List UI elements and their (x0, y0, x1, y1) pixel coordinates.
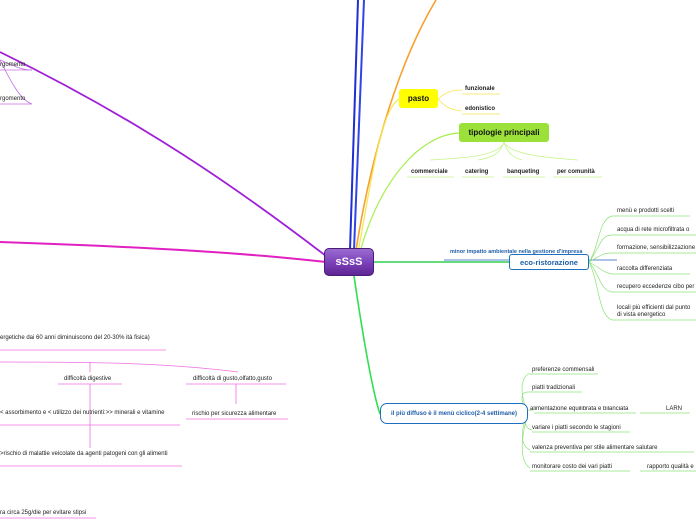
branch-line-blue-dark (349, 0, 359, 251)
topic-tipologie-principali[interactable]: tipologie principali (459, 123, 549, 142)
rischio-sicurezza[interactable]: rischio per sicurezza alimentare (192, 411, 277, 417)
topic-menu-ciclico[interactable]: il più diffuso è il menù ciclico(2-4 set… (380, 403, 528, 424)
branch-line-purple (0, 51, 327, 257)
subtopic-banqueting[interactable]: banqueting (507, 169, 540, 175)
anziani-top[interactable]: ergetiche dai 60 anni diminuiscono del 2… (0, 335, 150, 341)
ciclico-item[interactable]: preferenze commensali (532, 367, 595, 373)
ciclico-item[interactable]: variare i piatti secondo le stagioni (532, 425, 621, 431)
branch-line-blue (353, 0, 365, 251)
eco-item[interactable]: locali più efficienti dal punto di vista… (617, 305, 691, 318)
fibra[interactable]: ra circa 25g/die per evitare stipsi (0, 510, 87, 516)
central-topic-node[interactable]: sSsS (324, 248, 374, 276)
eco-item[interactable]: raccolta differenziata (617, 266, 673, 272)
eco-item[interactable]: recupero eccedenze cibo per (617, 284, 695, 290)
difficolta-digestive[interactable]: difficoltà digestive (64, 376, 112, 382)
subtopic-catering[interactable]: catering (465, 169, 489, 175)
difficolta-gusto[interactable]: difficoltà di gusto,olfatto,gusto (193, 376, 272, 382)
topic-eco-ristorazione[interactable]: eco-ristorazione (509, 254, 589, 270)
branch-line-green-ciclico (353, 275, 381, 415)
eco-item[interactable]: acqua di rete microfiltrata o (617, 227, 690, 233)
subtopic-per-comunita[interactable]: per comunità (557, 169, 595, 175)
branch-line-orange (355, 0, 437, 251)
ciclico-rapporto[interactable]: rapporto qualità e (647, 464, 694, 470)
ciclico-item[interactable]: piatti tradizionali (532, 385, 576, 391)
rischio-patogeni[interactable]: >rischio di malattie veicolate da agenti… (0, 451, 168, 457)
subtopic-edonistico[interactable]: edonistico (465, 106, 496, 112)
branch-line-magenta (0, 241, 327, 263)
ciclico-larn[interactable]: LARN (666, 406, 683, 412)
branch-line-yellow (357, 98, 400, 253)
branch-line-lightgreen (359, 132, 460, 253)
left-item[interactable]: rgomento (0, 96, 26, 102)
ciclico-item[interactable]: monitorare costo dei vari piatti (532, 464, 613, 470)
ciclico-item[interactable]: valenza preventiva per stile alimentare … (532, 445, 658, 451)
eco-item[interactable]: menù e prodotti scelti (617, 208, 675, 214)
topic-pasto[interactable]: pasto (399, 89, 438, 108)
assorbimento[interactable]: < assorbimento e < utilizzo dei nutrient… (0, 410, 165, 416)
eco-item[interactable]: formazione, sensibilizzazione (617, 245, 696, 251)
subtopic-commerciale[interactable]: commerciale (411, 169, 448, 175)
subtopic-funzionale[interactable]: funzionale (465, 86, 495, 92)
ciclico-item[interactable]: alimentazione equilibrata e bilanciata (530, 406, 629, 412)
left-item[interactable]: rgomento (0, 62, 26, 68)
eco-caption: minor impatto ambientale nella gestione … (450, 249, 583, 255)
